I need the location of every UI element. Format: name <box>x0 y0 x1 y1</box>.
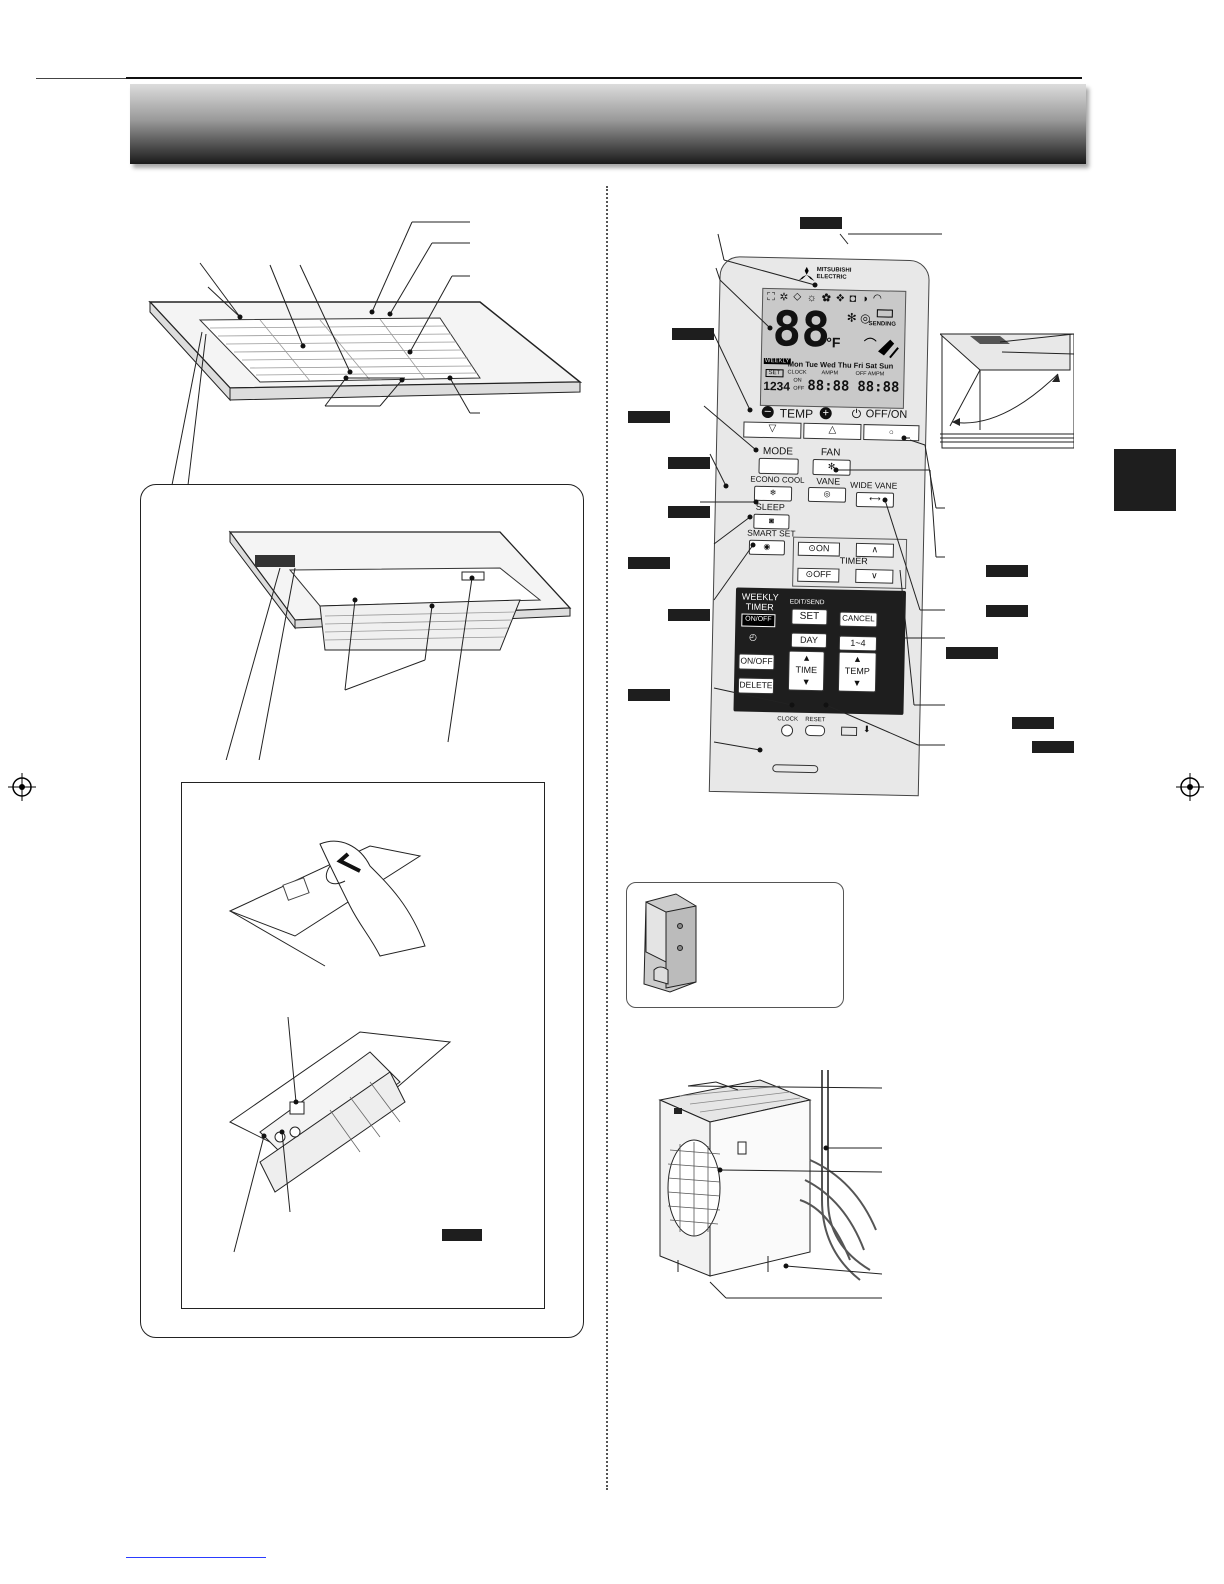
column-divider <box>606 186 608 1490</box>
label-box-2 <box>672 328 714 340</box>
remote-leader-lines <box>700 233 945 753</box>
grille-open-diagram <box>225 530 572 760</box>
lcd-display: ⛶ ✲ ◇ ☼ ✿ ❖ ◘ ◑ ◠ 88 °F ✻ ◎ SENDING Mon … <box>759 287 907 409</box>
chapter-tab <box>1114 449 1176 511</box>
label-box-7 <box>668 609 710 621</box>
label-box-12 <box>1012 717 1054 729</box>
label-box-9 <box>986 565 1028 577</box>
label-box-5 <box>668 506 710 518</box>
vane-angle-inset <box>940 333 1074 449</box>
control-box-diagram <box>229 1016 452 1253</box>
top-rule-thin <box>36 78 126 79</box>
brand-logo: MITSUBISHI ELECTRIC <box>798 265 882 289</box>
remote-holder-diagram <box>643 893 697 993</box>
bottom-link-rule <box>126 1557 266 1558</box>
label-box-8 <box>628 689 670 701</box>
label-box-6 <box>628 557 670 569</box>
label-box-3 <box>628 411 670 423</box>
inner-detail-box <box>181 782 545 1309</box>
detail-callout-box <box>140 484 584 1338</box>
mitsubishi-diamonds-icon <box>798 266 815 281</box>
remote-bottom-slot <box>772 764 819 774</box>
label-box-4 <box>668 457 710 469</box>
label-box-ilpanel <box>442 1229 482 1241</box>
lcd-vane-indicator <box>863 337 899 359</box>
remote-controller-body: MITSUBISHI ELECTRIC ⛶ ✲ ◇ ☼ ✿ ❖ ◘ ◑ ◠ 88… <box>708 256 930 797</box>
label-box-10 <box>986 605 1028 617</box>
indoor-unit-diagram <box>148 221 583 486</box>
outdoor-unit-diagram <box>658 1070 882 1299</box>
hand-opening-cover-diagram <box>228 840 426 967</box>
registration-mark-right <box>1176 773 1204 801</box>
top-rule <box>126 77 1082 79</box>
label-box-13 <box>1032 741 1074 753</box>
registration-mark-left <box>8 773 36 801</box>
label-box-11 <box>946 647 998 659</box>
label-box-1 <box>800 217 842 229</box>
section-header-bar <box>130 84 1086 164</box>
